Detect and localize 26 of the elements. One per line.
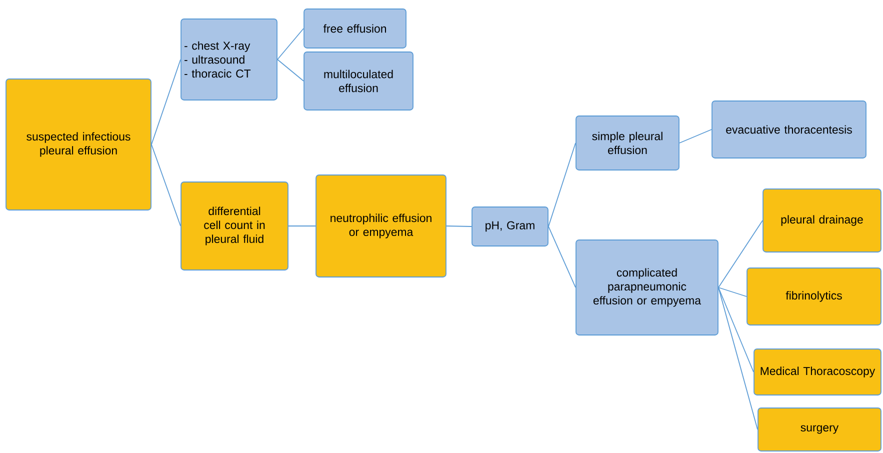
- step-box: differential cell count in pleural fluid: [180, 182, 288, 270]
- connector-line: [718, 287, 758, 430]
- step-box: surgery: [758, 408, 882, 452]
- connector-line: [718, 287, 754, 372]
- finding-box: - chest X-ray - ultrasound - thoracic CT: [180, 18, 278, 100]
- step-box: pleural drainage: [762, 188, 882, 252]
- connector-line: [548, 142, 576, 227]
- connector-line: [277, 28, 304, 60]
- connector-line: [718, 287, 747, 297]
- finding-box: complicated parapneumonic effusion or empyema: [576, 240, 718, 336]
- step-box: suspected infectious pleural effusion: [6, 78, 152, 210]
- finding-box: free effusion: [304, 8, 406, 48]
- connector-line: [151, 144, 181, 226]
- step-box: neutrophilic effusion or empyema: [316, 174, 446, 278]
- connector-line: [548, 226, 576, 288]
- finding-box: evacuative thoracentesis: [712, 100, 866, 158]
- finding-box: pH, Gram: [472, 206, 548, 246]
- finding-box: simple pleural effusion: [576, 116, 680, 170]
- step-box: Medical Thoracoscopy: [754, 348, 882, 396]
- connector-line: [151, 59, 181, 145]
- step-box: fibrinolytics: [746, 268, 882, 326]
- finding-box: multiloculated effusion: [304, 52, 414, 110]
- connector-line: [446, 226, 472, 227]
- connector-line: [679, 129, 712, 144]
- connector-line: [277, 59, 304, 82]
- connector-line: [718, 220, 763, 288]
